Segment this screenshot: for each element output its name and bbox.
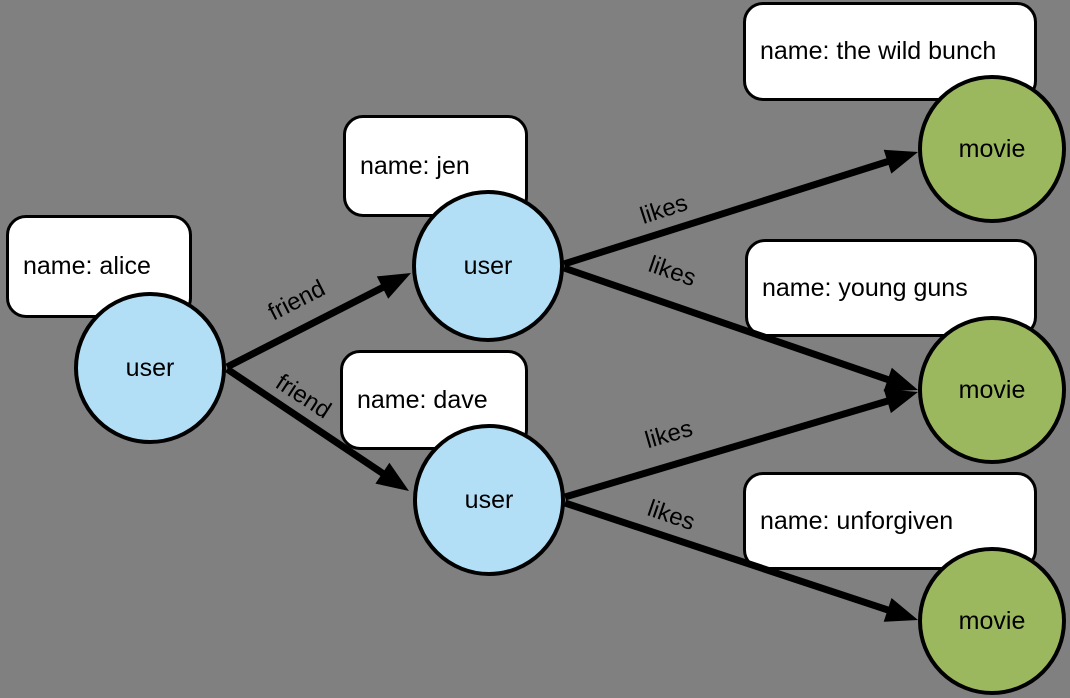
property-text-the-wild-bunch: name: the wild bunch [760,37,997,65]
property-box-alice: name: alice [6,215,192,318]
edge-label-likes-jen-young-guns: likes [645,250,700,293]
edge-label-likes-dave-unforgiven: likes [644,494,699,537]
node-user-dave: user [413,424,565,576]
property-text-unforgiven: name: unforgiven [760,506,954,535]
edge-label-friend-alice-jen: friend [263,274,330,327]
edge-label-friend-alice-dave: friend [270,368,336,425]
node-label-alice: user [125,353,175,382]
node-movie-unforgiven: movie [918,547,1066,695]
edge-label-likes-dave-young-guns: likes [642,414,696,455]
property-text-jen: name: jen [360,151,470,180]
edge-label-likes-jen-the-wild-bunch: likes [636,189,691,230]
node-label-jen: user [463,251,513,280]
property-text-alice: name: alice [23,252,151,280]
node-user-alice: user [74,292,226,444]
node-movie-young-guns: movie [918,316,1066,464]
node-label-unforgiven: movie [958,606,1026,635]
node-user-jen: user [412,190,564,342]
node-label-dave: user [464,485,514,514]
node-label-young-guns: movie [958,375,1026,404]
property-text-dave: name: dave [357,385,488,414]
node-movie-the-wild-bunch: movie [918,75,1066,223]
property-text-young-guns: name: young guns [762,273,968,302]
node-label-the-wild-bunch: movie [958,134,1026,163]
